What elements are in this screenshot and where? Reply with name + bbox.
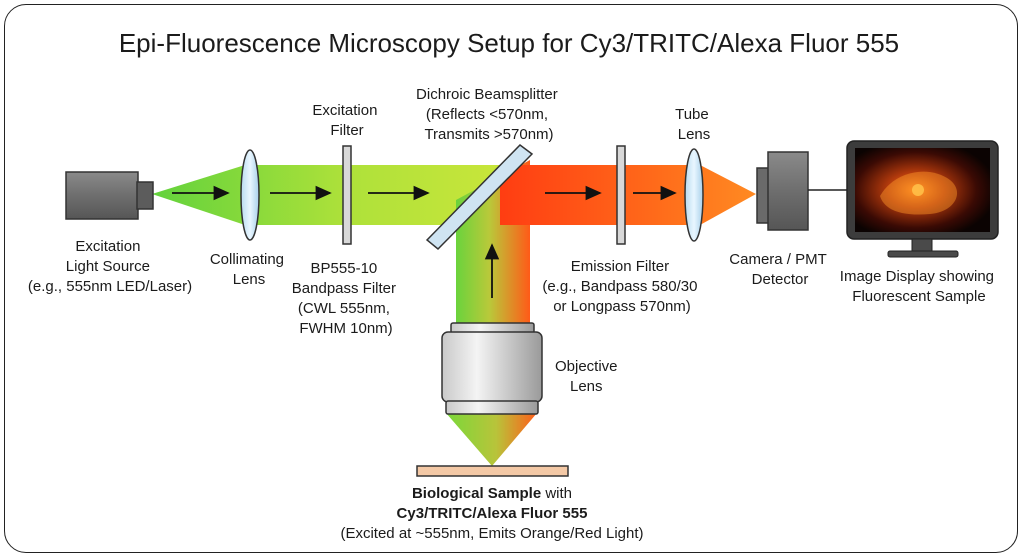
focusing-cone	[446, 413, 537, 466]
tube-lens-icon	[684, 148, 704, 242]
label-sample-line2: Cy3/TRITC/Alexa Fluor 555	[397, 505, 588, 522]
monitor-icon	[846, 140, 999, 258]
label-objective: Objective Lens	[555, 358, 622, 395]
label-display: Image Display showing Fluorescent Sample	[840, 268, 998, 305]
label-excitation-filter: Excitation Filter	[312, 102, 381, 139]
emission-beam	[500, 165, 756, 225]
label-collimating-lens: Collimating Lens	[210, 251, 288, 288]
light-source-icon	[65, 171, 154, 220]
sample-slide-icon	[416, 465, 569, 477]
label-sample-line1: Biological Sample with	[412, 485, 572, 502]
camera-icon	[756, 151, 809, 231]
label-sample-line3: (Excited at ~555nm, Emits Orange/Red Lig…	[340, 525, 643, 542]
label-dichroic: Dichroic Beamsplitter (Reflects <570nm, …	[416, 86, 562, 143]
label-tube-lens: Tube Lens	[675, 106, 713, 143]
label-camera: Camera / PMT Detector	[729, 251, 830, 288]
excitation-filter-icon	[342, 145, 352, 245]
dichroic-mirror-icon	[425, 144, 534, 251]
label-bandpass-filter: BP555-10 Bandpass Filter (CWL 555nm, FWH…	[292, 260, 400, 337]
page-title: Epi-Fluorescence Microscopy Setup for Cy…	[119, 28, 899, 58]
label-light-source: Excitation Light Source (e.g., 555nm LED…	[28, 238, 192, 295]
emission-filter-icon	[616, 145, 626, 245]
label-emission-filter: Emission Filter (e.g., Bandpass 580/30 o…	[542, 258, 701, 315]
collimating-lens-icon	[240, 149, 260, 241]
objective-lens-icon	[441, 322, 543, 415]
